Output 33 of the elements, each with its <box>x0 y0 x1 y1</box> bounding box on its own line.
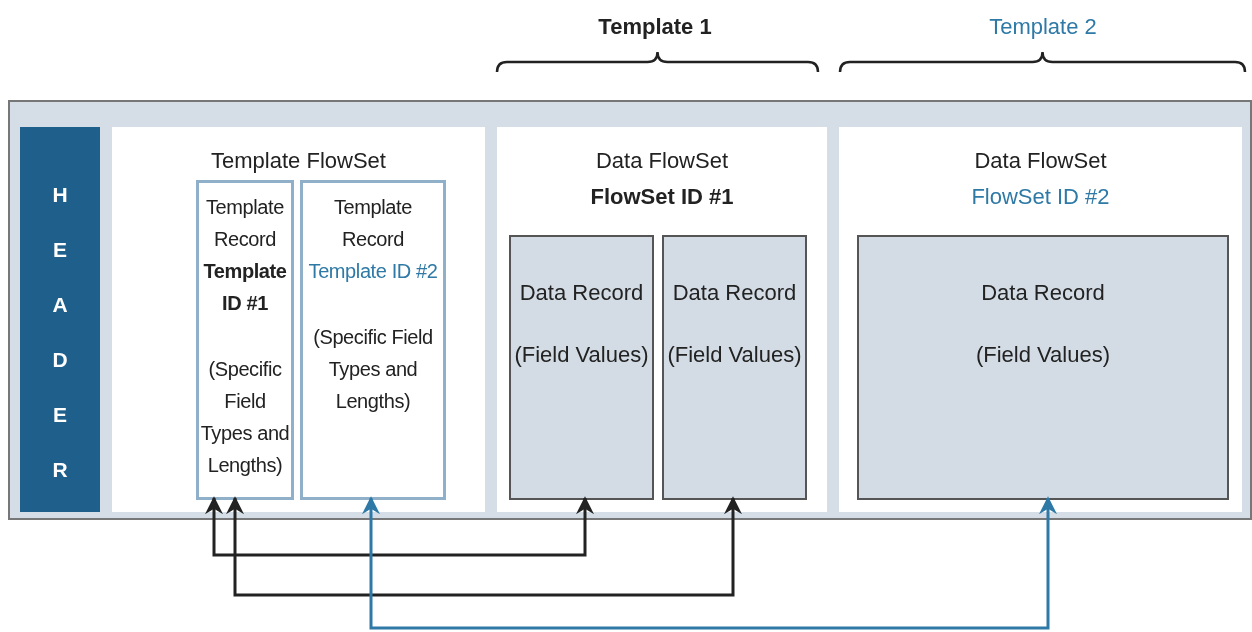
flowset-title: Data FlowSet <box>594 147 730 175</box>
flowset-title: Data FlowSet <box>973 147 1108 175</box>
record-box <box>300 180 446 500</box>
arrow <box>362 496 1057 630</box>
flowset-id: FlowSet ID #2 <box>970 183 1111 211</box>
record-title: Data Record <box>518 279 645 307</box>
template-label: Template 1 <box>597 14 713 40</box>
template-id: Template ID #1 <box>202 259 288 316</box>
record-description: (Field Values) <box>513 341 650 369</box>
record-title: Template Record <box>333 195 413 252</box>
record-title: Template Record <box>205 195 285 252</box>
flowset-panel <box>839 127 1242 512</box>
record-description: (Field Values) <box>974 341 1112 369</box>
header-bar <box>20 127 100 512</box>
packet-frame <box>8 100 1252 520</box>
record-description: (Specific Field Types and Lengths) <box>199 357 291 478</box>
flowset-title: Template FlowSet <box>210 147 387 175</box>
record-box <box>509 235 654 500</box>
record-title: Data Record <box>980 279 1106 307</box>
record-box <box>857 235 1229 500</box>
arrow <box>226 496 742 597</box>
template-id: Template ID #2 <box>307 259 439 284</box>
template-label: Template 2 <box>988 14 1098 40</box>
record-box <box>662 235 807 500</box>
record-box <box>196 180 294 500</box>
flowset-id: FlowSet ID #1 <box>589 183 735 211</box>
header-label: HEADER <box>51 182 69 483</box>
flowset-panel <box>497 127 827 512</box>
record-description: (Field Values) <box>666 341 803 369</box>
record-title: Data Record <box>671 279 798 307</box>
record-description: (Specific Field Types and Lengths) <box>312 325 434 414</box>
flowset-panel <box>112 127 485 512</box>
arrow <box>205 496 594 557</box>
